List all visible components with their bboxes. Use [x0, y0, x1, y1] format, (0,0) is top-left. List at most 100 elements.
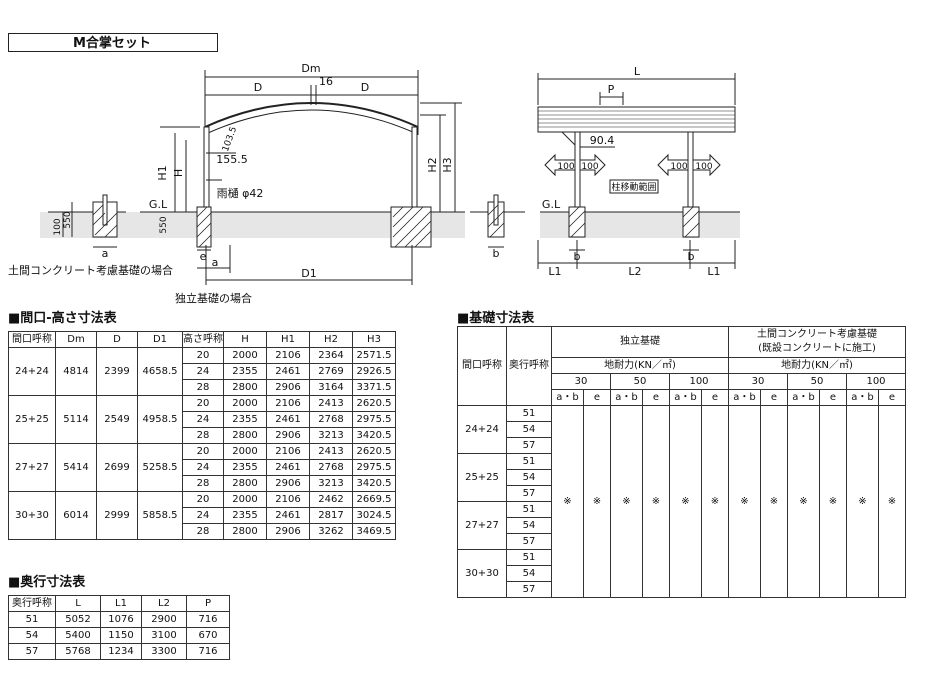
table-cell: 2106	[266, 395, 310, 412]
label-155: 155.5	[216, 153, 248, 166]
table-row: 54	[458, 517, 906, 534]
label-H3: H3	[441, 157, 454, 172]
table-cell: 2000	[223, 347, 267, 364]
label-100-rb: 100	[695, 162, 712, 172]
label-e: e	[200, 250, 207, 263]
table-cell: 2768	[309, 459, 353, 476]
frontage-name: 24+24	[8, 347, 56, 396]
table-cell: 2000	[223, 395, 267, 412]
table-cell: 1234	[100, 643, 142, 660]
table-cell: 2769	[309, 363, 353, 380]
table-header-cell: Dm	[55, 331, 97, 348]
sub-header-ab: a・b	[787, 389, 820, 406]
table-cell: 2355	[223, 459, 267, 476]
table-cell: 3213	[309, 427, 353, 444]
table1-heading: ■間口-高さ寸法表	[8, 311, 117, 326]
table-cell: 2106	[266, 491, 310, 508]
bearing-value: 50	[787, 373, 847, 390]
dm-value: 4814	[55, 347, 97, 396]
label-D1: D1	[301, 267, 316, 280]
label-H2: H2	[426, 157, 439, 172]
bearing-value: 100	[846, 373, 906, 390]
table-row: 54	[458, 469, 906, 486]
label-L1a: L1	[548, 265, 561, 275]
table-header-cell: D	[96, 331, 138, 348]
depth-header: 奥行呼称	[506, 326, 552, 406]
frontage-name: 27+27	[457, 501, 507, 550]
label-b-small: b	[493, 247, 500, 260]
left-foundation	[196, 206, 212, 248]
frontage-name: 30+30	[457, 549, 507, 598]
label-L: L	[634, 65, 641, 78]
depth-name: 51	[506, 453, 552, 470]
label-550: 550	[159, 216, 169, 233]
foundation-table: 間口呼称奥行呼称独立基礎土間コンクリート考慮基礎(既設コンクリートに施工)地耐力…	[457, 326, 906, 598]
sub-header-e: e	[583, 389, 611, 406]
table-cell: 3469.5	[352, 523, 396, 540]
table-cell: 2461	[266, 363, 310, 380]
table-cell: 2413	[309, 443, 353, 460]
depth-name: 51	[506, 549, 552, 566]
table-cell: 2461	[266, 459, 310, 476]
depth-name: 57	[506, 581, 552, 598]
table-cell: 2355	[223, 411, 267, 428]
depth-name: 51	[506, 501, 552, 518]
frontage-header: 間口呼称	[457, 326, 507, 406]
mark-cell: ※	[846, 405, 879, 598]
depth-name: 54	[506, 565, 552, 582]
table-cell: 3100	[141, 627, 187, 644]
depth-name: 54	[506, 469, 552, 486]
table-header-cell: L1	[100, 595, 142, 612]
table-cell: 2975.5	[352, 459, 396, 476]
table-cell: 2900	[141, 611, 187, 628]
table3-heading: ■基礎寸法表	[457, 311, 535, 326]
table-cell: 2355	[223, 507, 267, 524]
table-cell: 3024.5	[352, 507, 396, 524]
mark-cell: ※	[701, 405, 729, 598]
d-value: 2549	[96, 395, 138, 444]
table-cell: 2768	[309, 411, 353, 428]
label-a: a	[212, 256, 219, 269]
table-cell: 3300	[141, 643, 187, 660]
caption-concrete-foundation: 土間コンクリート考慮基礎の場合	[8, 264, 173, 277]
table-header-cell: H3	[352, 331, 396, 348]
table-cell: 2571.5	[352, 347, 396, 364]
independent-header: 独立基礎	[551, 326, 729, 358]
table-cell: 5400	[55, 627, 101, 644]
table-cell: 1150	[100, 627, 142, 644]
concrete-header-line2: (既設コンクリートに施工)	[758, 343, 876, 354]
table-cell: 2817	[309, 507, 353, 524]
mark-cell: ※	[728, 405, 761, 598]
dm-value: 5414	[55, 443, 97, 492]
depth-name: 57	[506, 533, 552, 550]
table-cell: 670	[186, 627, 230, 644]
table-header-cell: H1	[266, 331, 310, 348]
table-cell: 3213	[309, 475, 353, 492]
table-header-row: 地耐力(KN／㎡)地耐力(KN／㎡)	[458, 357, 906, 374]
mark-cell: ※	[669, 405, 702, 598]
bearing-value: 100	[669, 373, 729, 390]
concrete-header: 土間コンクリート考慮基礎(既設コンクリートに施工)	[728, 326, 906, 358]
table-cell: 51	[8, 611, 56, 628]
depth-name: 54	[506, 517, 552, 534]
table-cell: 3371.5	[352, 379, 396, 396]
frontage-name: 25+25	[8, 395, 56, 444]
table-cell: 2413	[309, 395, 353, 412]
table-cell: 2669.5	[352, 491, 396, 508]
bearing-value: 30	[551, 373, 611, 390]
label-range: 柱移動範囲	[611, 181, 656, 193]
table-header-cell: D1	[137, 331, 183, 348]
table-cell: 24	[182, 363, 224, 380]
table-cell: 20	[182, 491, 224, 508]
table-cell: 5052	[55, 611, 101, 628]
table-row: 57	[458, 581, 906, 598]
